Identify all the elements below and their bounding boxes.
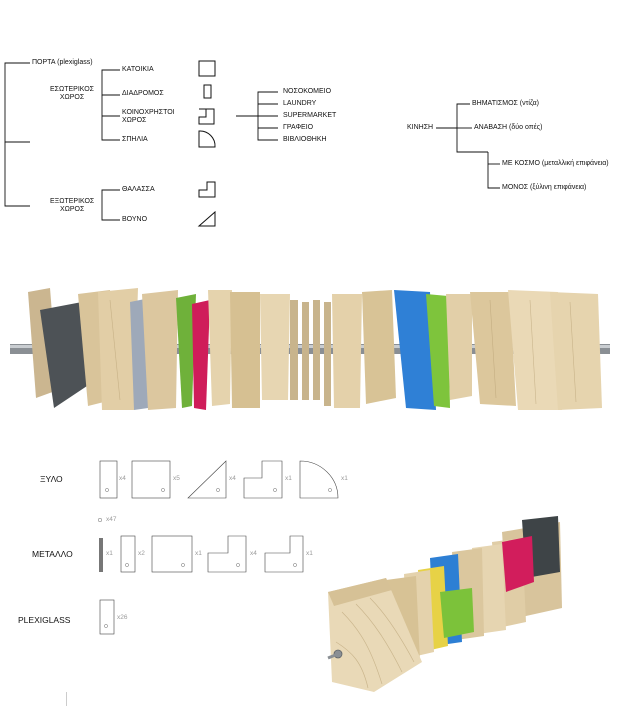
interior-item-0: ΚΑΤΟΙΚΙΑ [122, 66, 154, 73]
panels-side-photo [10, 280, 610, 420]
public-space-0: ΝΟΣΟΚΟΜΕΙΟ [283, 88, 332, 95]
plexiglass-count: x26 [117, 614, 128, 621]
tree-root-label: ΠΟΡΤΑ (plexiglass) [32, 59, 93, 66]
exterior-item-1: ΒΟΥΝΟ [122, 216, 148, 223]
metal-count-1: x2 [138, 550, 145, 557]
assembly-perspective-photo [322, 512, 572, 698]
rod-icon [99, 538, 103, 572]
interior-item-2: ΚΟΙΝΟΧΡΗΣΤΟΙ ΧΩΡΟΣ [122, 109, 175, 124]
interior-item-3: ΣΠΗΛΙΑ [122, 136, 148, 143]
public-space-3: ΓΡΑΦΕΙΟ [283, 124, 314, 131]
exterior-label: ΕΞΩΤΕΡΙΚΟΣ ΧΩΡΟΣ [50, 198, 95, 213]
plexiglass-label: PLEXIGLASS [18, 615, 71, 625]
interior-label: ΕΣΩΤΕΡΙΚΟΣ ΧΩΡΟΣ [50, 86, 95, 101]
metal-rod-count: x47 [106, 516, 117, 523]
metal-count-3: x4 [250, 550, 257, 557]
public-space-1: LAUNDRY [283, 100, 317, 107]
wood-count-4: x1 [341, 475, 348, 482]
hole-icons [105, 488, 332, 492]
guide-line [66, 692, 67, 706]
wood-count-1: x5 [173, 475, 180, 482]
movement-item-2: ΜΕ ΚΟΣΜΟ (μεταλλική επιφάνεια) [502, 160, 609, 167]
metal-pieces [120, 535, 304, 573]
metal-label: ΜΕΤΑΛΛΟ [32, 549, 73, 559]
wood-count-0: x4 [119, 475, 126, 482]
movement-item-1: ΑΝΑΒΑΣΗ (δύο οπές) [474, 124, 543, 131]
shape-icons [197, 60, 216, 227]
metal-count-4: x1 [306, 550, 313, 557]
wood-count-2: x4 [229, 475, 236, 482]
metal-count-0: x1 [106, 550, 113, 557]
movement-item-3: ΜΟΝΟΣ (ξύλινη επιφάνεια) [502, 184, 587, 191]
interior-item-1: ΔΙΑΔΡΟΜΟΣ [122, 90, 164, 97]
wood-count-3: x1 [285, 475, 292, 482]
wood-label: ΞΥΛΟ [40, 474, 63, 484]
exterior-item-0: ΘΑΛΑΣΣΑ [122, 186, 155, 193]
public-space-2: SUPERMARKET [283, 112, 337, 119]
metal-count-2: x1 [195, 550, 202, 557]
wood-pieces [99, 460, 339, 499]
door-icon [99, 599, 115, 635]
movement-item-0: ΒΗΜΑΤΙΣΜΟΣ (ντίζα) [472, 100, 539, 107]
movement-root: ΚΙΝΗΣΗ [407, 124, 434, 131]
public-space-4: ΒΙΒΛΙΟΘΗΚΗ [283, 136, 327, 143]
